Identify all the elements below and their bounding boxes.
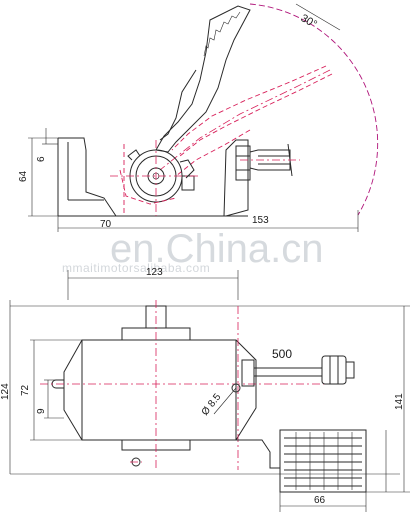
pedal-rotated-center — [159, 69, 331, 171]
stop-pad — [181, 175, 195, 191]
pedal-rotated-outline-1 — [171, 65, 327, 151]
rotation-arc — [249, 3, 379, 216]
pedal-grip — [203, 11, 241, 57]
pedal-plate — [279, 429, 367, 493]
watermark-url: mmaitimotorsalibaba.com — [62, 261, 210, 275]
dim-9-label: 9 — [36, 408, 47, 414]
pedal-rotated-outline-2 — [179, 73, 333, 157]
watermark: en.China.cn mmaitimotorsalibaba.com — [62, 227, 323, 275]
pedal-lever — [155, 5, 251, 153]
dim-123-label: 123 — [146, 267, 163, 278]
top-connector — [241, 359, 255, 387]
drum-hidden — [119, 169, 177, 205]
pedal-arm-top — [236, 439, 280, 469]
mount-hole-right — [231, 383, 241, 393]
dim-66-label: 66 — [314, 495, 326, 506]
plug-tip — [345, 361, 355, 379]
dim-500-label: 500 — [272, 347, 292, 361]
dim-72-label: 72 — [20, 384, 31, 396]
hole-leader — [213, 387, 237, 415]
angle-leader — [295, 3, 341, 31]
dim-153-label: 153 — [252, 215, 269, 226]
watermark-brand: en.China.cn — [110, 227, 323, 271]
connector-body — [235, 145, 251, 181]
plug-body — [321, 355, 347, 385]
pedal-plate-grooves — [284, 432, 362, 490]
side-view: 30° — [18, 3, 379, 232]
dim-64-label: 64 — [18, 170, 29, 182]
spring-clip — [127, 149, 141, 161]
top-view: 123 124 500 — [0, 267, 410, 512]
dim-141-label: 141 — [394, 393, 405, 410]
dim-124-label: 124 — [0, 383, 11, 400]
dim-70-label: 70 — [100, 219, 112, 230]
angle-label: 30° — [299, 12, 319, 31]
main-body — [63, 339, 257, 441]
pedal-rotated-outline-3 — [175, 129, 251, 177]
stop-block — [179, 159, 195, 179]
lever-arm — [159, 69, 197, 141]
dim-6-label: 6 — [36, 156, 47, 162]
